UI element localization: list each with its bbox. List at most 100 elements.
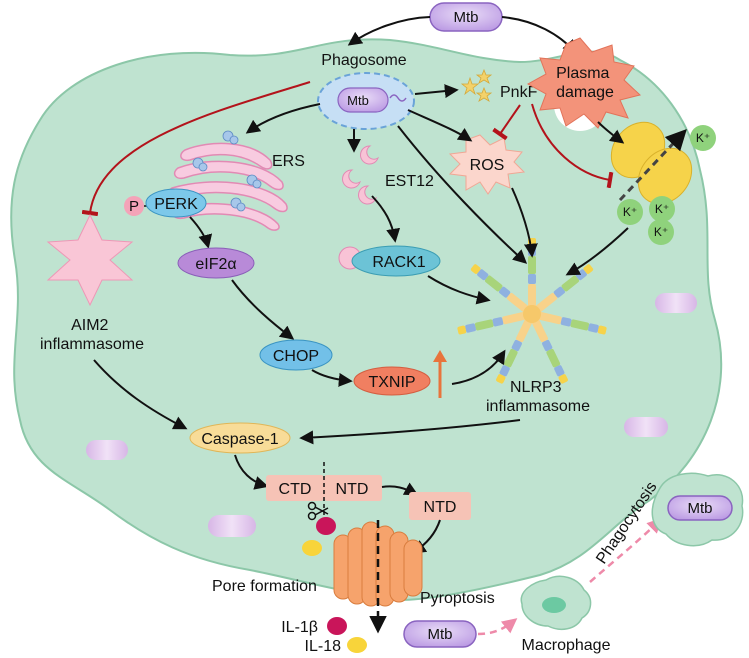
perk-node — [145, 188, 207, 218]
k-ion: K⁺ — [649, 196, 675, 222]
caspase1-node — [189, 422, 291, 454]
k-ion: K⁺ — [648, 219, 674, 245]
nlrp3-spoke — [535, 311, 607, 335]
k-ion: K⁺ — [690, 125, 716, 151]
ntd-node — [409, 492, 471, 520]
arrow-caspase-to-gsdmd — [234, 454, 269, 490]
il18-icon — [347, 637, 367, 653]
svg-text:K⁺: K⁺ — [655, 202, 669, 216]
mtb-phagosome-pill — [337, 87, 389, 113]
eif2a-node — [177, 247, 255, 279]
il18-inside-icon — [302, 540, 322, 556]
ntd-cleaved-label: NTD — [336, 481, 369, 498]
eif2a-label: eIF2α — [195, 256, 236, 273]
arrow-phagosome-to-ros — [407, 109, 473, 142]
arrow-phagosome-to-nlrp3 — [397, 125, 528, 264]
arrow-phagosome-to-ers — [245, 103, 321, 134]
aim2-star-icon — [46, 213, 134, 307]
arrow-phagocytosis — [589, 517, 663, 583]
plasma-damage-label: Plasma damage — [556, 65, 614, 101]
secreted-protein-icon — [389, 94, 407, 102]
mtb-released-pill — [403, 620, 477, 648]
txnip-node — [353, 366, 431, 396]
est12-icon — [342, 145, 379, 205]
gsdmd-pore-icon — [333, 521, 423, 607]
arrow-ros-to-nlrp3 — [511, 187, 538, 258]
k-ion: K⁺ — [617, 199, 643, 225]
cell-vesicle — [655, 293, 697, 313]
chop-node — [259, 339, 333, 371]
caspase1-label: Caspase-1 — [201, 431, 278, 448]
mtb-infected-pill — [667, 495, 733, 521]
arrow-chop-to-txnip — [311, 369, 353, 387]
txnip-label: TXNIP — [368, 374, 415, 391]
upregulation-arrowhead — [433, 350, 447, 362]
cell-vesicle — [208, 515, 256, 537]
k-efflux-arrow — [618, 128, 687, 202]
ros-burst — [448, 134, 526, 195]
plasma-damage-line1: Plasma — [556, 65, 609, 82]
arrow-kplus-to-nlrp3 — [565, 227, 629, 276]
il1b-label: IL-1β — [281, 619, 318, 636]
plasma-damage-burst — [526, 37, 642, 129]
chop-label: CHOP — [273, 348, 319, 365]
aim2-line2: inflammasome — [40, 336, 144, 353]
arrow-eif2a-to-chop — [231, 279, 295, 340]
arrow-mtb-to-phagosome — [347, 16, 431, 46]
arrow-mtb-to-plasma-damage — [501, 16, 577, 55]
phospho-label: P — [129, 198, 139, 215]
nlrp3-core — [523, 305, 541, 323]
pore-formation-label: Pore formation — [212, 578, 317, 595]
arrow-phagosome-to-pnkf — [414, 84, 459, 99]
plasma-damage-line2: damage — [556, 84, 614, 101]
mtb-top-label: Mtb — [453, 9, 478, 26]
macrophage-nucleus — [542, 597, 566, 613]
il1b-icon — [327, 617, 347, 635]
arrow-txnip-to-nlrp3 — [451, 349, 506, 385]
macrophage-label: Macrophage — [522, 637, 611, 654]
aim2-label: AIM2 inflammasome — [40, 317, 144, 353]
il1b-inside-icon — [316, 517, 336, 535]
est12-label: EST12 — [385, 173, 434, 190]
ntd-label: NTD — [424, 499, 457, 516]
ctd-node — [266, 475, 324, 501]
svg-text:K⁺: K⁺ — [654, 225, 668, 239]
mtb-released-label: Mtb — [427, 626, 452, 643]
nlrp3-spoke — [496, 316, 534, 384]
nlrp3-line2: inflammasome — [486, 398, 590, 415]
nlrp3-spoke — [530, 316, 568, 384]
ctd-label: CTD — [279, 481, 312, 498]
perk-label: PERK — [154, 196, 198, 213]
nlrp3-line1: NLRP3 — [510, 379, 562, 396]
arrow-rack1-to-nlrp3 — [427, 275, 491, 305]
pnkf-label: PnkF — [500, 84, 538, 101]
aim2-line1: AIM2 — [71, 317, 108, 334]
mtb-phagosome-label: Mtb — [347, 93, 369, 108]
arrow-perk-to-eif2a — [189, 216, 213, 249]
inhibit-pnkf-kchannel — [531, 103, 614, 189]
scissors-icon — [307, 501, 329, 521]
nlrp3-spoke — [457, 311, 529, 335]
ers-label: ERS — [272, 153, 305, 170]
arrow-plasma-to-channel — [597, 121, 625, 144]
inhibit-mtb-aim2 — [81, 81, 311, 217]
k-channel-right — [637, 147, 693, 205]
nlrp3-label: NLRP3 inflammasome — [486, 379, 590, 415]
svg-text:K⁺: K⁺ — [623, 205, 637, 219]
rack1-label: RACK1 — [372, 254, 425, 271]
phospho-group — [124, 196, 144, 216]
svg-text:K⁺: K⁺ — [696, 131, 710, 145]
pyroptosis-label: Pyroptosis — [420, 590, 495, 607]
ros-label: ROS — [470, 157, 505, 174]
cell-vesicle — [624, 417, 668, 437]
il18-label: IL-18 — [305, 638, 342, 655]
nlrp3-assembly-icon — [457, 238, 607, 384]
arrow-est12-to-rack1 — [371, 195, 401, 243]
nlrp3-spoke — [470, 264, 531, 314]
ribosome-icon — [192, 130, 262, 212]
mtb-infected-label: Mtb — [687, 500, 712, 517]
arrow-nlrp3-to-caspase — [299, 419, 521, 445]
phagosome-label: Phagosome — [321, 52, 406, 69]
inhibit-pnkf-ros — [492, 104, 521, 141]
